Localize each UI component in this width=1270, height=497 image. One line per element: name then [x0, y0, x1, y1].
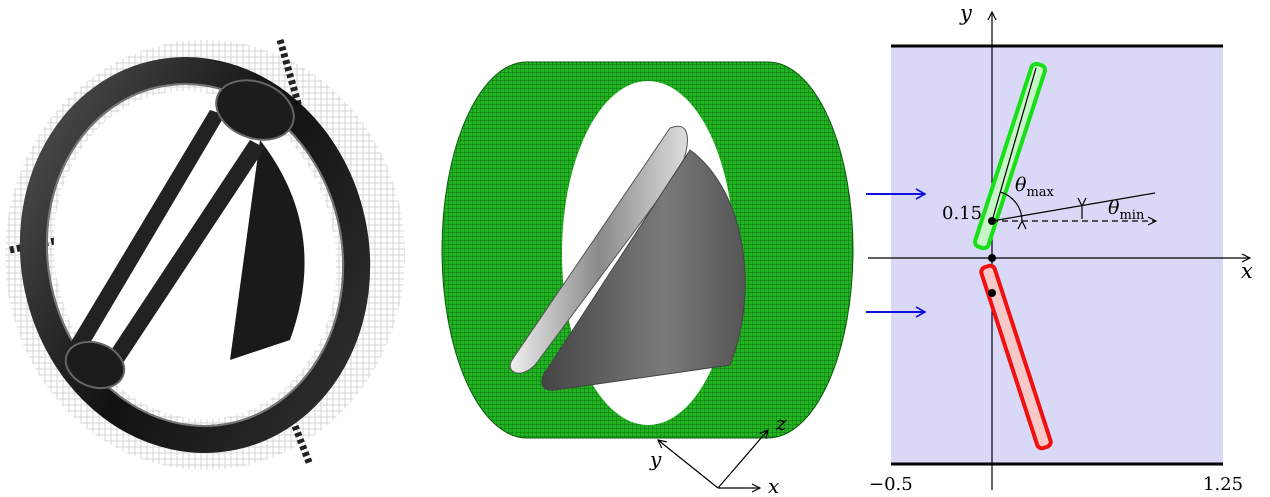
cuff-suture-left [9, 236, 61, 254]
theta-max-label: θmax [1015, 174, 1055, 200]
triad-z-axis [717, 430, 768, 489]
valve-ring-highlight [45, 83, 345, 427]
pivot-guard-top [215, 79, 295, 141]
leaflet-bar-left [65, 110, 225, 360]
triad-z-label: z [775, 411, 787, 435]
upper-leaflet [972, 61, 1048, 251]
leaflet-bar-right [100, 140, 265, 375]
x-axis-label: x [1241, 259, 1253, 283]
triad-x-label: x [768, 474, 779, 497]
tick-label-left: −0.5 [869, 474, 913, 495]
axis-triad: x y z [649, 411, 787, 497]
cuff-suture-bottom [281, 398, 314, 467]
theta-min-ray [991, 192, 1156, 222]
theta-max-arc [999, 191, 1022, 221]
origin-point [988, 254, 996, 262]
valve-schematic: x y θmax θmin 0.15 −0.5 1.25 [866, 1, 1253, 495]
lower-pivot [988, 289, 996, 297]
fluid-domain [891, 46, 1223, 464]
tick-label-y: 0.15 [942, 203, 982, 224]
theta-min-label: θmin [1108, 197, 1145, 223]
mesh-cylinder-model: x y z [441, 61, 854, 497]
valve-ring [19, 57, 371, 453]
mesh-leaflet-thin [509, 125, 688, 374]
y-axis-label: y [959, 1, 973, 25]
valve-photo [5, 39, 405, 470]
cuff-suture-top [276, 39, 304, 111]
dark-half-leaflet [230, 140, 305, 360]
mesh-leaflet-thick [541, 149, 746, 391]
tick-label-right: 1.25 [1203, 474, 1243, 495]
pivot-guard-bottom [64, 340, 126, 390]
lower-leaflet [979, 263, 1053, 451]
theta-max-ray [991, 67, 1037, 222]
triad-y-axis [658, 440, 719, 489]
triad-y-label: y [649, 447, 662, 471]
